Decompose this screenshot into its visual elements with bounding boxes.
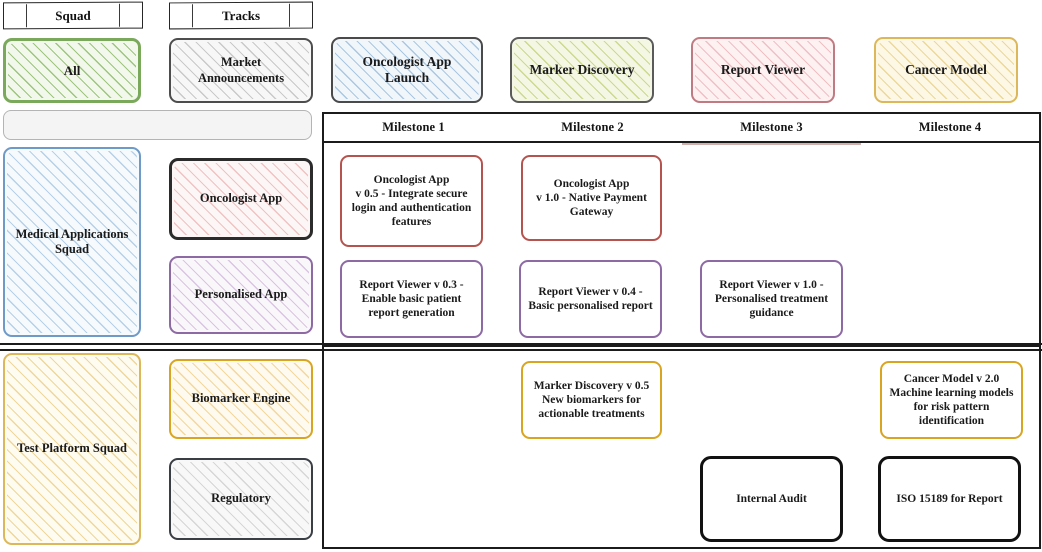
track-regulatory-label: Regulatory bbox=[211, 491, 271, 506]
card-cancer-model-v20[interactable]: Cancer Model v 2.0 Machine learning mode… bbox=[880, 361, 1023, 439]
track-chip-oncologist-app-launch[interactable]: Oncologist App Launch bbox=[331, 37, 483, 103]
filter-chip-market-announcements[interactable]: Market Announcements bbox=[169, 38, 313, 103]
tab-squad[interactable]: Squad bbox=[3, 1, 143, 30]
track-regulatory[interactable]: Regulatory bbox=[169, 458, 313, 540]
track-personalised-app[interactable]: Personalised App bbox=[169, 256, 313, 334]
milestone-3-highlight bbox=[682, 143, 861, 145]
squad-test-platform[interactable]: Test Platform Squad bbox=[3, 353, 141, 545]
card-marker-discovery-v05[interactable]: Marker Discovery v 0.5 New biomarkers fo… bbox=[521, 361, 662, 439]
column-header-milestone-2-label: Milestone 2 bbox=[561, 120, 624, 134]
card-internal-audit-label: Internal Audit bbox=[736, 492, 807, 505]
filter-chip-market-announcements-label: Market Announcements bbox=[197, 55, 285, 85]
track-oncologist-app[interactable]: Oncologist App bbox=[169, 158, 313, 240]
card-internal-audit[interactable]: Internal Audit bbox=[700, 456, 843, 542]
header-rule bbox=[324, 141, 1039, 143]
track-chip-oncologist-app-launch-label: Oncologist App Launch bbox=[362, 53, 452, 85]
card-report-viewer-v04[interactable]: Report Viewer v 0.4 - Basic personalised… bbox=[519, 260, 662, 338]
track-oncologist-app-label: Oncologist App bbox=[199, 191, 283, 206]
column-header-milestone-1[interactable]: Milestone 1 bbox=[324, 114, 503, 141]
column-header-milestone-3-label: Milestone 3 bbox=[740, 120, 803, 134]
track-chip-report-viewer-label: Report Viewer bbox=[720, 61, 806, 77]
squad-medical-applications-label: Medical Applications Squad bbox=[15, 226, 129, 256]
empty-filter-bar bbox=[3, 110, 312, 140]
filter-chip-all-label: All bbox=[63, 62, 81, 78]
card-cancer-model-v20-label: Cancer Model v 2.0 Machine learning mode… bbox=[889, 372, 1014, 428]
squad-test-platform-label: Test Platform Squad bbox=[17, 441, 127, 456]
card-report-viewer-v10-label: Report Viewer v 1.0 - Personalised treat… bbox=[714, 278, 829, 319]
track-biomarker-engine[interactable]: Biomarker Engine bbox=[169, 359, 313, 439]
card-iso-15189[interactable]: ISO 15189 for Report bbox=[878, 456, 1021, 542]
tab-squad-label: Squad bbox=[55, 7, 91, 23]
card-iso-15189-label: ISO 15189 for Report bbox=[896, 492, 1003, 505]
track-chip-cancer-model[interactable]: Cancer Model bbox=[874, 37, 1018, 103]
card-marker-discovery-v05-label: Marker Discovery v 0.5 New biomarkers fo… bbox=[533, 379, 650, 420]
tab-tracks[interactable]: Tracks bbox=[169, 1, 313, 30]
column-header-milestone-1-label: Milestone 1 bbox=[382, 120, 445, 134]
card-report-viewer-v03[interactable]: Report Viewer v 0.3 - Enable basic patie… bbox=[340, 260, 483, 338]
section-divider-top bbox=[0, 343, 1042, 345]
card-report-viewer-v04-label: Report Viewer v 0.4 - Basic personalised… bbox=[528, 285, 653, 312]
column-header-milestone-4[interactable]: Milestone 4 bbox=[861, 114, 1039, 141]
track-biomarker-engine-label: Biomarker Engine bbox=[191, 391, 291, 406]
squad-medical-applications[interactable]: Medical Applications Squad bbox=[3, 147, 141, 337]
tab-tracks-label: Tracks bbox=[221, 7, 261, 23]
column-header-milestone-3[interactable]: Milestone 3 bbox=[682, 114, 861, 141]
filter-chip-all[interactable]: All bbox=[3, 38, 141, 103]
track-chip-report-viewer[interactable]: Report Viewer bbox=[691, 37, 835, 103]
column-header-milestone-2[interactable]: Milestone 2 bbox=[503, 114, 682, 141]
card-report-viewer-v10[interactable]: Report Viewer v 1.0 - Personalised treat… bbox=[700, 260, 843, 338]
track-personalised-app-label: Personalised App bbox=[194, 287, 288, 302]
section-divider-bottom bbox=[0, 349, 1042, 351]
track-chip-cancer-model-label: Cancer Model bbox=[905, 61, 987, 77]
card-report-viewer-v03-label: Report Viewer v 0.3 - Enable basic patie… bbox=[359, 278, 464, 319]
track-chip-marker-discovery[interactable]: Marker Discovery bbox=[510, 37, 654, 103]
squad-divider bbox=[324, 345, 1039, 347]
sidebar: Squad Tracks All Market Announcements Me… bbox=[0, 0, 320, 552]
column-header-milestone-4-label: Milestone 4 bbox=[918, 120, 982, 134]
track-chip-marker-discovery-label: Marker Discovery bbox=[529, 61, 635, 77]
